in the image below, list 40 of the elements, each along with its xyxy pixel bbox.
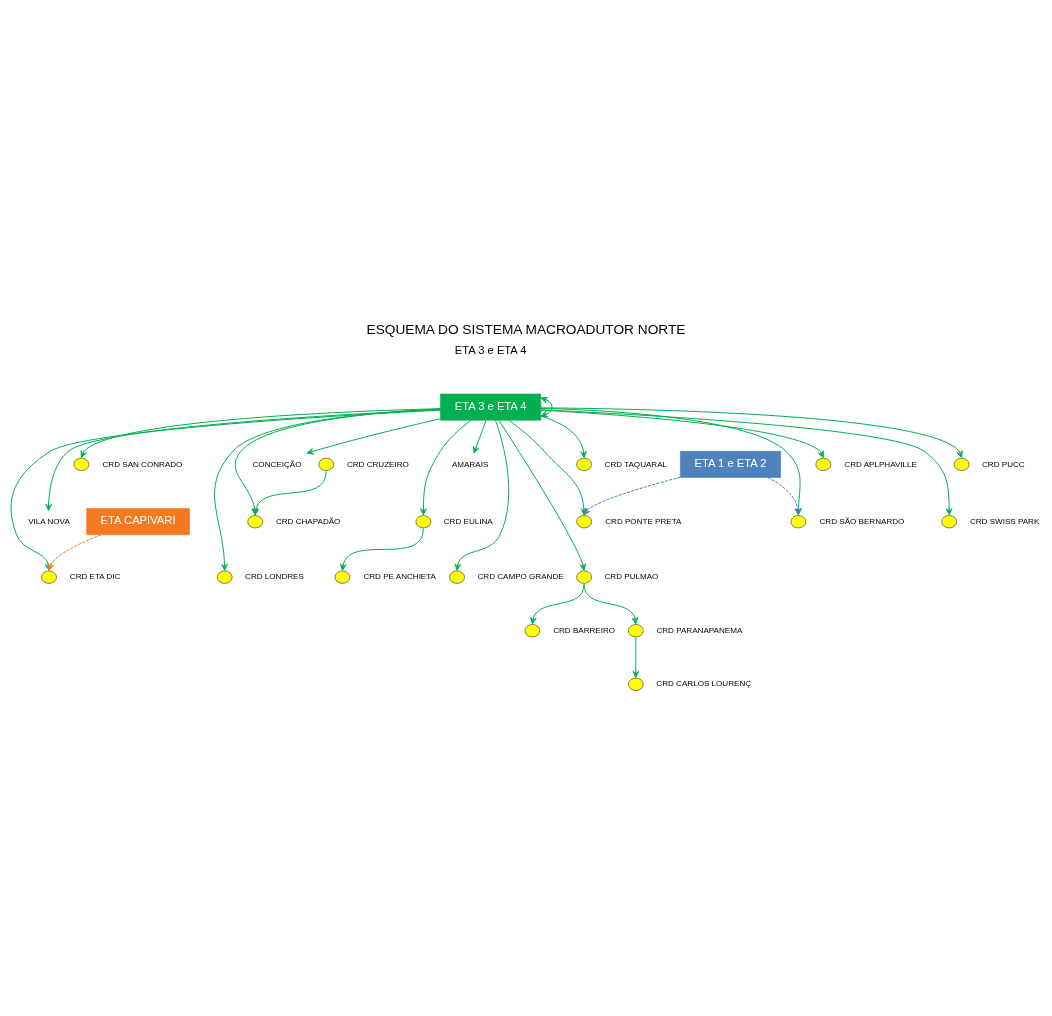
- node-circle: [790, 515, 807, 529]
- node-circle: [449, 570, 465, 584]
- arrow: [80, 408, 441, 459]
- node-circle: [318, 457, 334, 471]
- node-circle: [41, 570, 57, 584]
- node-circle: [576, 515, 592, 529]
- arrow: [583, 583, 639, 625]
- node-circle: [415, 515, 432, 529]
- arrow: [214, 408, 441, 571]
- node-circle: [628, 677, 644, 691]
- arrow: [540, 409, 824, 459]
- arrow: [530, 583, 585, 625]
- node-circle: [576, 570, 592, 584]
- arrow: [47, 534, 102, 571]
- arrow: [306, 418, 441, 455]
- arrow: [540, 415, 587, 459]
- node-circle: [628, 624, 644, 638]
- arrow: [583, 476, 681, 516]
- node-circle: [815, 457, 832, 471]
- node-circle: [247, 515, 263, 529]
- arrow: [473, 419, 487, 454]
- arrow: [632, 637, 640, 678]
- node-circle: [73, 457, 90, 471]
- arrow: [420, 419, 472, 516]
- node-circle: [524, 624, 541, 638]
- arrow: [454, 419, 510, 571]
- diagram-title: ESQUEMA DO SISTEMA MACROADUTOR NORTE: [366, 321, 686, 337]
- arrow: [540, 407, 963, 459]
- node-circle: [941, 515, 957, 529]
- node-box: ETA CAPIVARI: [86, 508, 190, 536]
- node-box: ETA 1 e ETA 2: [680, 451, 781, 478]
- node-circle: [216, 570, 233, 584]
- label: ETA 3 e ETA 4: [454, 344, 527, 357]
- node-circle: [576, 457, 592, 471]
- arrow: [540, 396, 553, 418]
- arrow: [339, 528, 424, 571]
- node-box: ETA 3 e ETA 4: [440, 393, 542, 421]
- node-circle: [334, 570, 351, 584]
- node-circle: [953, 457, 970, 471]
- arrow: [45, 409, 441, 511]
